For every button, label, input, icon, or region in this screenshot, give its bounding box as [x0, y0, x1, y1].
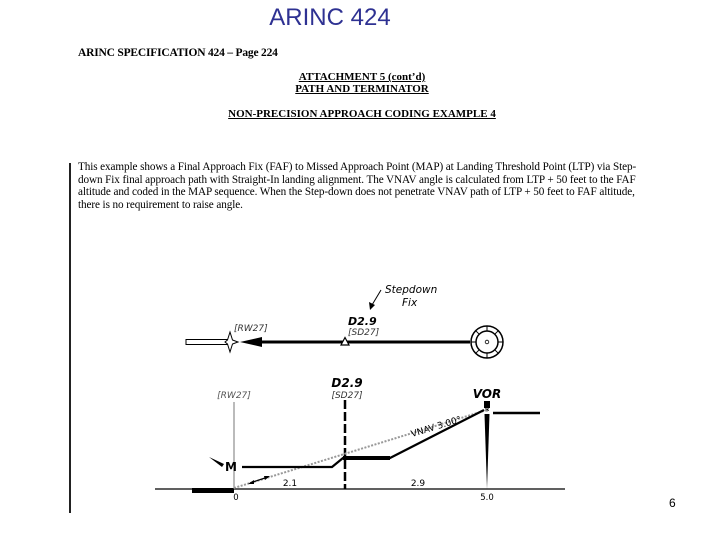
plan-view: [RW27] D2.9 [SD27] Stepdown Fix — [185, 284, 504, 359]
pointer-arrow-icon — [369, 289, 382, 310]
attachment-line-2: PATH AND TERMINATOR — [295, 83, 429, 95]
direction-arrow-icon — [240, 337, 470, 347]
distance-label-2: 2.9 — [411, 479, 426, 489]
page-number: 6 — [669, 496, 676, 510]
vor-label: VOR — [473, 387, 502, 401]
map-marker-icon: M — [209, 457, 237, 474]
svg-text:M: M — [225, 460, 237, 474]
distance-label-1: 2.1 — [283, 479, 297, 489]
profile-view: * M [RW27] D2.9 [SD27] VOR VNAV 3.00° 2.… — [155, 376, 565, 503]
attachment-line-1: ATTACHMENT 5 (cont’d) — [298, 71, 426, 83]
change-bar — [69, 163, 71, 513]
section-title: NON-PRECISION APPROACH CODING EXAMPLE 4 — [0, 108, 720, 120]
vor-fix-icon: * — [484, 401, 490, 489]
plan-fix-name: D2.9 — [348, 315, 377, 328]
spec-header: ARINC SPECIFICATION 424 – Page 224 — [78, 47, 278, 59]
stepdown-label-line1: Stepdown — [385, 284, 437, 296]
slide-title: ARINC 424 — [269, 4, 391, 31]
tick-label-0: 0 — [233, 493, 238, 503]
stepdown-triangle-icon — [340, 336, 350, 346]
profile-runway-icon — [192, 488, 234, 493]
vnav-path-line — [233, 409, 488, 489]
section-title-text: NON-PRECISION APPROACH CODING EXAMPLE 4 — [228, 108, 496, 120]
threshold-marker-icon — [224, 330, 240, 354]
vor-compass-rose-icon — [470, 325, 504, 359]
stepdown-label-line2: Fix — [402, 297, 418, 309]
tick-label-5: 5.0 — [480, 493, 494, 503]
runway-icon — [185, 339, 229, 345]
plan-runway-id: [RW27] — [234, 324, 268, 334]
description-paragraph: This example shows a Final Approach Fix … — [78, 161, 637, 211]
profile-runway-id: [RW27] — [217, 391, 251, 401]
profile-fix-name: D2.9 — [331, 376, 362, 390]
vnav-angle-label: VNAV 3.00° — [410, 415, 463, 440]
plan-fix-id: [SD27] — [348, 328, 380, 338]
double-arrow-icon — [248, 476, 270, 484]
profile-fix-id: [SD27] — [331, 391, 363, 401]
svg-text:*: * — [485, 407, 490, 417]
attachment-heading: ATTACHMENT 5 (cont’d) PATH AND TERMINATO… — [0, 71, 720, 95]
